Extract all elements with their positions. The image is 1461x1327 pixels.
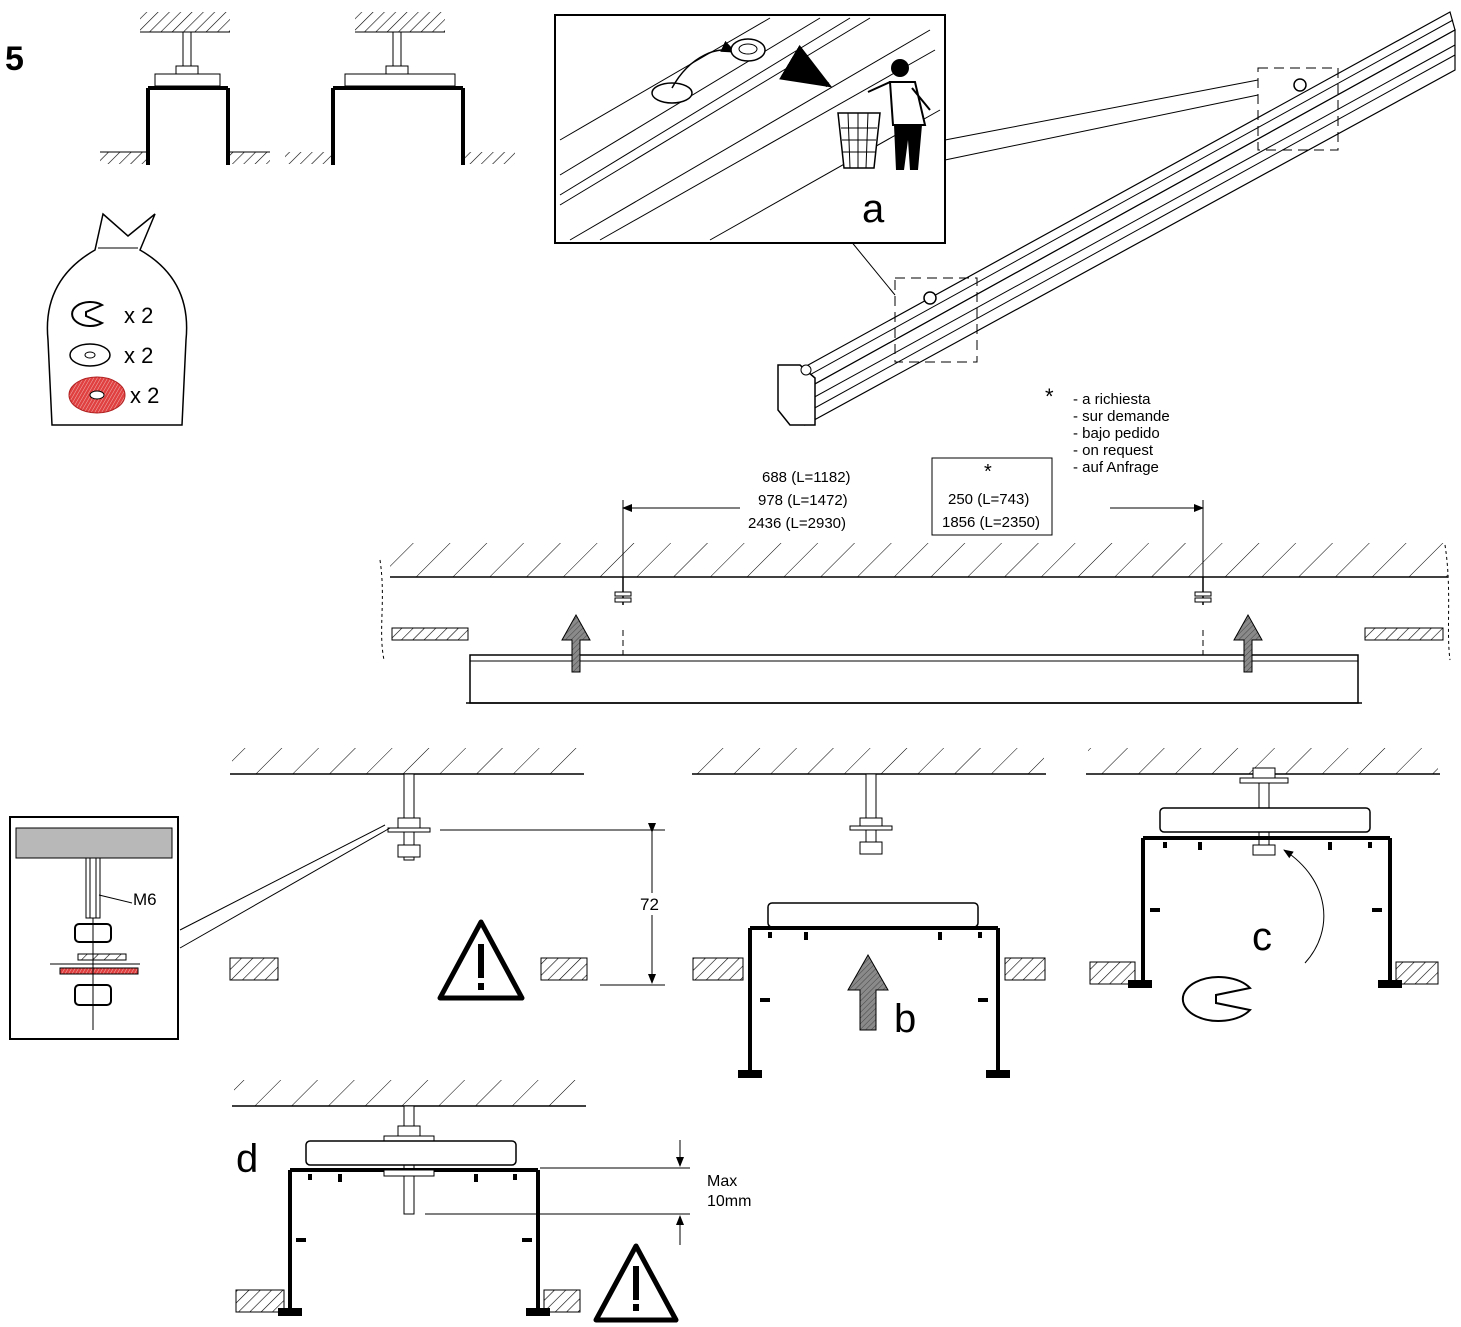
bag-item-qty-1: x 2 [124,303,153,328]
bag-item-qty-2: x 2 [124,343,153,368]
ceiling-overview [379,543,1451,704]
panel-final-d [232,1080,690,1316]
on-request-line-4: - on request [1073,442,1154,459]
track-rail-3d [777,11,1456,426]
step-number: 5 [5,40,24,78]
lift-arrow-right [1233,613,1263,673]
label-c: c [1252,915,1272,959]
detail-frame-right [1257,67,1339,151]
on-request-line-3: - bajo pedido [1073,425,1160,442]
label-d: d [236,1137,258,1181]
on-request-line-2: - sur demande [1073,408,1170,425]
red-gasket-icon [68,376,126,414]
panel-rod-gap [179,748,665,986]
dim-optional-1: 250 (L=743) [948,491,1029,508]
on-request-line-5: - auf Anfrage [1073,459,1159,476]
c-clip-large-icon [1181,976,1252,1022]
person-discarding-icon [867,59,931,170]
thread-label: M6 [133,890,157,909]
optional-dim-box [931,457,1053,536]
dim-standard-3: 2436 (L=2930) [748,515,846,532]
detail-m6-box [9,816,179,1040]
dim-standard-2: 978 (L=1472) [758,492,848,509]
lift-arrow-left [561,613,591,673]
dim-optional-2: 1856 (L=2350) [942,514,1040,531]
warning-icon-2 [593,1243,679,1323]
accessory-bag [46,212,188,426]
gap-dimension: 72 [640,895,659,914]
panel-lift-b [692,748,1046,1078]
trash-bin-icon [837,112,881,169]
on-request-line-1: - a richiesta [1073,391,1151,408]
profile-section-top-2 [285,12,515,165]
detail-frame-left [894,277,978,363]
asterisk-marker: * [1045,384,1054,409]
lift-arrow-b [847,953,889,1031]
c-clip-icon [71,301,105,327]
label-b: b [894,997,916,1041]
max-label-2: 10mm [707,1193,751,1210]
bag-item-qty-3: x 2 [130,383,159,408]
washer-icon [69,343,111,367]
max-label-1: Max [707,1173,737,1190]
panel-clip-c [1086,748,1440,988]
dim-standard-1: 688 (L=1182) [762,469,851,486]
label-a: a [862,187,885,231]
warning-icon [437,919,525,1001]
optional-marker: * [984,461,992,483]
profile-section-top-1 [100,12,270,165]
detail-a-box [554,14,946,244]
